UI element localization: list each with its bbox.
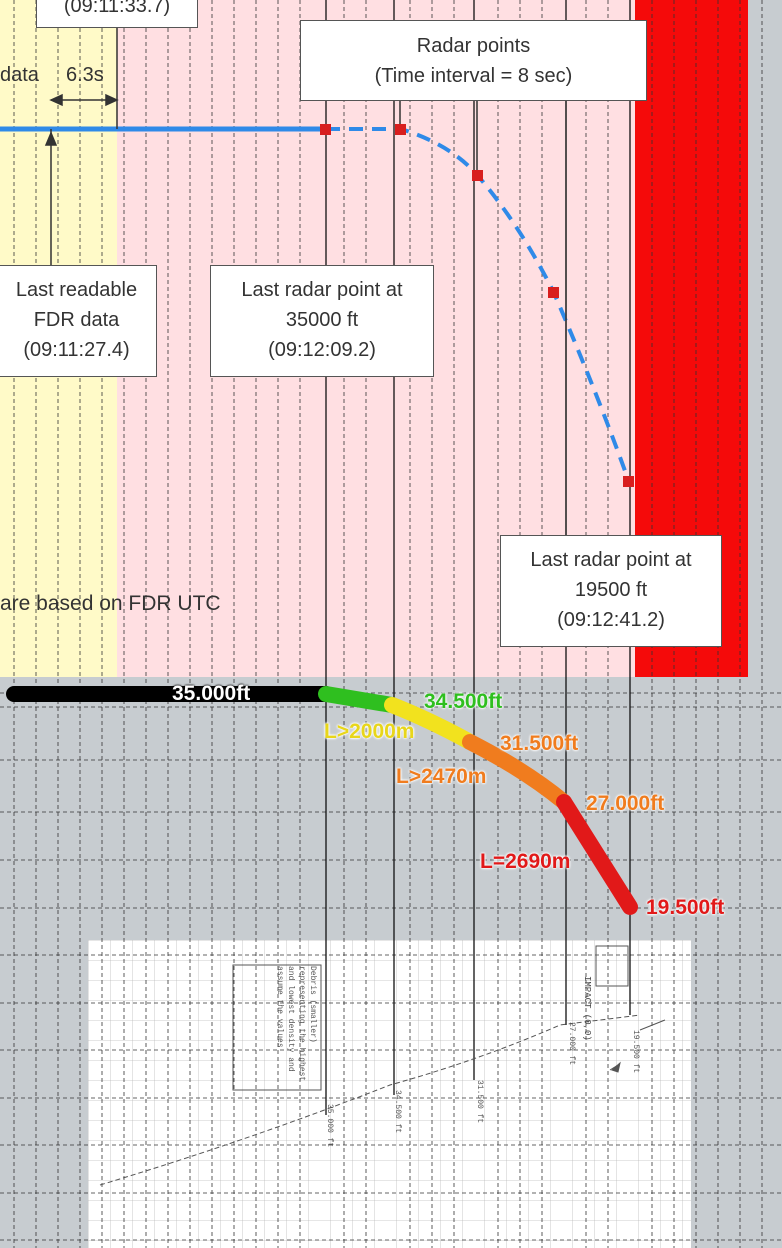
- last-radar-19500-alt: 19500 ft: [574, 579, 648, 601]
- last-radar-35000-box: Last radar point at 35000 ft (09:12:09.2…: [210, 265, 434, 377]
- radar-points-box: Radar points (Time interval = 8 sec): [300, 20, 647, 101]
- radar-points-title: Radar points: [416, 35, 531, 57]
- data-label: data: [0, 64, 39, 86]
- last-radar-35000-alt: 35000 ft: [285, 309, 359, 331]
- last-fdr-line2: FDR data: [33, 309, 120, 331]
- altitude-profile: [6, 686, 638, 915]
- last-fdr-line1: Last readable: [15, 279, 138, 301]
- altitude-label-19500: 19.500ft: [646, 896, 725, 919]
- debris-grid: [88, 940, 691, 1248]
- last-fdr-box: Last readable FDR data (09:11:27.4): [0, 265, 157, 377]
- length-label-2690: L=2690m: [480, 850, 571, 873]
- debris-tick-27000: 27.000 ft: [567, 1022, 576, 1066]
- length-label-2470: L>2470m: [396, 765, 487, 788]
- last-radar-19500-line1: Last radar point at: [530, 549, 692, 571]
- partial-time-text: (09:11:33.7): [63, 0, 171, 17]
- annotation-arrows: [44, 28, 567, 535]
- last-radar-35000-line1: Last radar point at: [241, 279, 403, 301]
- last-radar-19500-box: Last radar point at 19500 ft (09:12:41.2…: [500, 535, 722, 647]
- utc-note: are based on FDR UTC: [0, 592, 221, 615]
- last-radar-35000-time: (09:12:09.2): [268, 339, 376, 361]
- last-radar-19500-time: (09:12:41.2): [557, 609, 665, 631]
- radar-point-marker: [395, 124, 406, 135]
- debris-map-drawing: [99, 945, 666, 1186]
- length-label-2000: L>2000m: [324, 720, 415, 743]
- radar-trajectory-line: [326, 127, 631, 483]
- debris-note: Debris (smaller) representing the highes…: [275, 966, 317, 1082]
- last-fdr-time: (09:11:27.4): [23, 339, 130, 361]
- partial-time-box: (09:11:33.7): [36, 0, 198, 28]
- gap-label: 6.3s: [66, 64, 104, 86]
- altitude-label-35000: 35.000ft: [172, 682, 251, 705]
- radar-point-marker: [320, 124, 331, 135]
- altitude-label-34500: 34.500ft: [424, 690, 503, 713]
- debris-tick-35000: 35.000 ft: [325, 1104, 334, 1148]
- debris-tick-34500: 34.500 ft: [393, 1090, 402, 1134]
- debris-tick-31500: 31.500 ft: [475, 1080, 484, 1124]
- altitude-label-31500: 31.500ft: [500, 732, 579, 755]
- grid-horizontals: [0, 692, 782, 1241]
- debris-impact-label: IMPACT (0,0): [582, 976, 592, 1041]
- radar-point-marker: [548, 287, 559, 298]
- radar-points-interval: (Time interval = 8 sec): [374, 65, 573, 87]
- debris-tick-19500: 19.500 ft: [631, 1030, 640, 1074]
- radar-point-marker: [472, 170, 483, 181]
- altitude-label-27000: 27.000ft: [586, 792, 665, 815]
- radar-point-marker: [623, 476, 634, 487]
